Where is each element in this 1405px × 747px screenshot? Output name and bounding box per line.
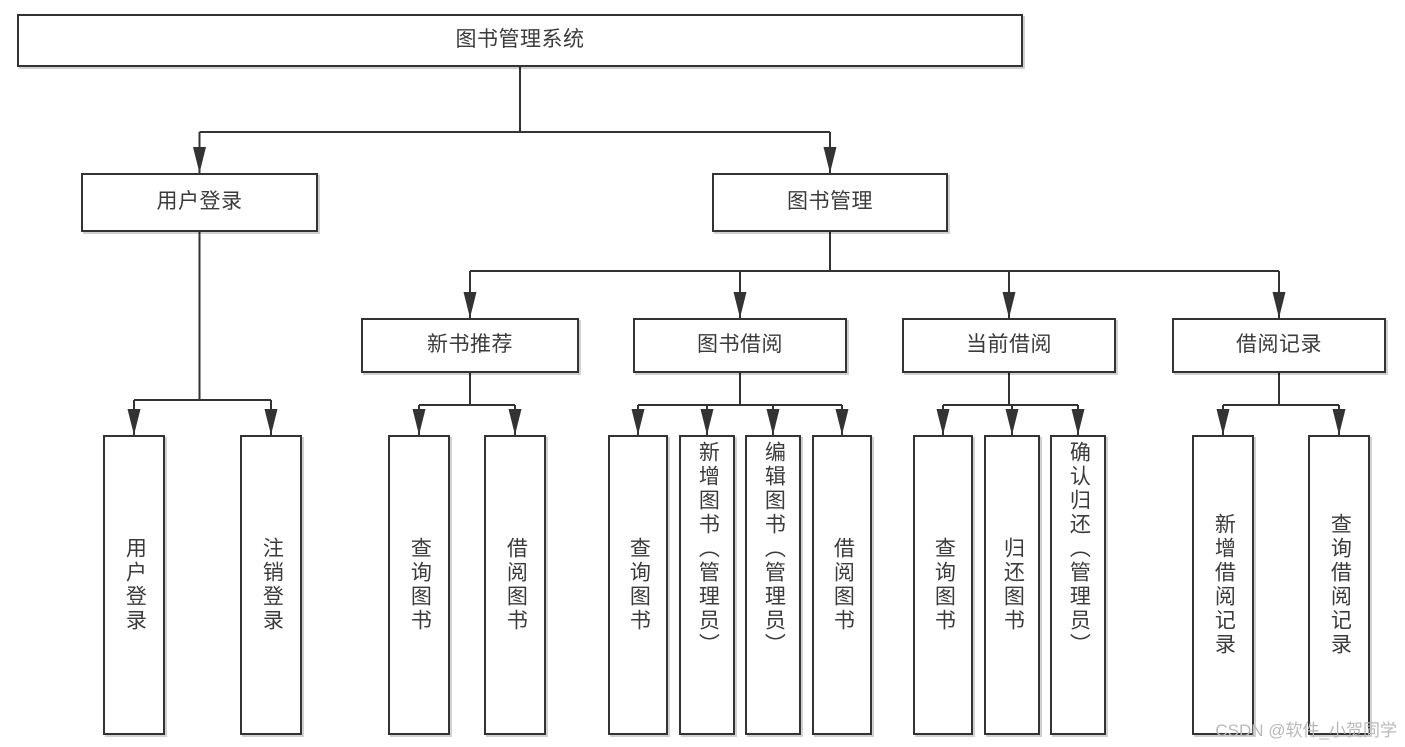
node-label: 确认归还（管理员） [1067,441,1091,657]
node-label: 查询图书 [932,537,956,633]
node-user-login[interactable]: 用户登录 [81,173,318,232]
node-label: 新增图书（管理员） [696,441,720,657]
arrowhead-icon [1216,409,1230,435]
node-leaf-user-login[interactable]: 用户登录 [103,435,165,735]
node-leaf-logout[interactable]: 注销登录 [240,435,302,735]
watermark-text: CSDN @软件_小贺同学 [1215,721,1397,740]
node-leaf-add-record[interactable]: 新增借阅记录 [1192,435,1254,735]
node-leaf-query-record[interactable]: 查询借阅记录 [1308,435,1370,735]
arrowhead-icon [127,409,141,435]
node-leaf-edit-book[interactable]: 编辑图书（管理员） [745,435,801,735]
node-label: 注销登录 [260,537,284,633]
arrowhead-icon [1005,409,1019,435]
node-label: 新增借阅记录 [1212,513,1236,657]
node-label: 新书推荐 [427,333,513,357]
node-label: 用户登录 [123,537,147,633]
node-label: 借阅图书 [504,537,528,633]
arrowhead-icon [1272,292,1286,318]
node-book-manage[interactable]: 图书管理 [712,173,948,232]
arrowhead-icon [733,292,747,318]
node-book-borrow[interactable]: 图书借阅 [633,318,847,373]
arrowhead-icon [936,409,950,435]
arrowhead-icon [193,147,206,173]
node-label: 借阅图书 [831,537,855,633]
arrowhead-icon [1071,409,1085,435]
arrowhead-icon [766,409,780,435]
arrowhead-icon [508,409,522,435]
arrowhead-icon [823,147,837,173]
node-leaf-confirm-return[interactable]: 确认归还（管理员） [1050,435,1106,735]
node-label: 当前借阅 [966,333,1052,357]
node-leaf-query-book-1[interactable]: 查询图书 [388,435,450,735]
node-label: 借阅记录 [1236,333,1322,357]
node-label: 查询图书 [408,537,432,633]
node-new-book-rec[interactable]: 新书推荐 [361,318,579,373]
node-current-borrow[interactable]: 当前借阅 [902,318,1116,373]
node-leaf-borrow-book-1[interactable]: 借阅图书 [484,435,546,735]
node-label: 查询图书 [627,537,651,633]
node-root[interactable]: 图书管理系统 [17,14,1023,67]
node-label: 查询借阅记录 [1328,513,1352,657]
arrowhead-icon [835,409,849,435]
node-leaf-return-book[interactable]: 归还图书 [984,435,1040,735]
node-leaf-add-book[interactable]: 新增图书（管理员） [679,435,735,735]
node-leaf-query-book-2[interactable]: 查询图书 [608,435,668,735]
node-label: 图书管理 [787,190,873,214]
node-label: 编辑图书（管理员） [762,441,786,657]
arrowhead-icon [412,409,426,435]
node-label: 用户登录 [156,190,243,214]
node-label: 图书管理系统 [455,28,585,52]
arrowhead-icon [700,409,714,435]
arrowhead-icon [631,409,645,435]
arrowhead-icon [264,409,278,435]
arrowhead-icon [1002,292,1016,318]
node-leaf-borrow-book-2[interactable]: 借阅图书 [812,435,872,735]
arrowhead-icon [1332,409,1346,435]
node-borrow-record[interactable]: 借阅记录 [1172,318,1386,373]
node-label: 归还图书 [1001,537,1025,633]
node-label: 图书借阅 [697,333,783,357]
arrowhead-icon [463,292,477,318]
node-leaf-query-book-3[interactable]: 查询图书 [913,435,973,735]
